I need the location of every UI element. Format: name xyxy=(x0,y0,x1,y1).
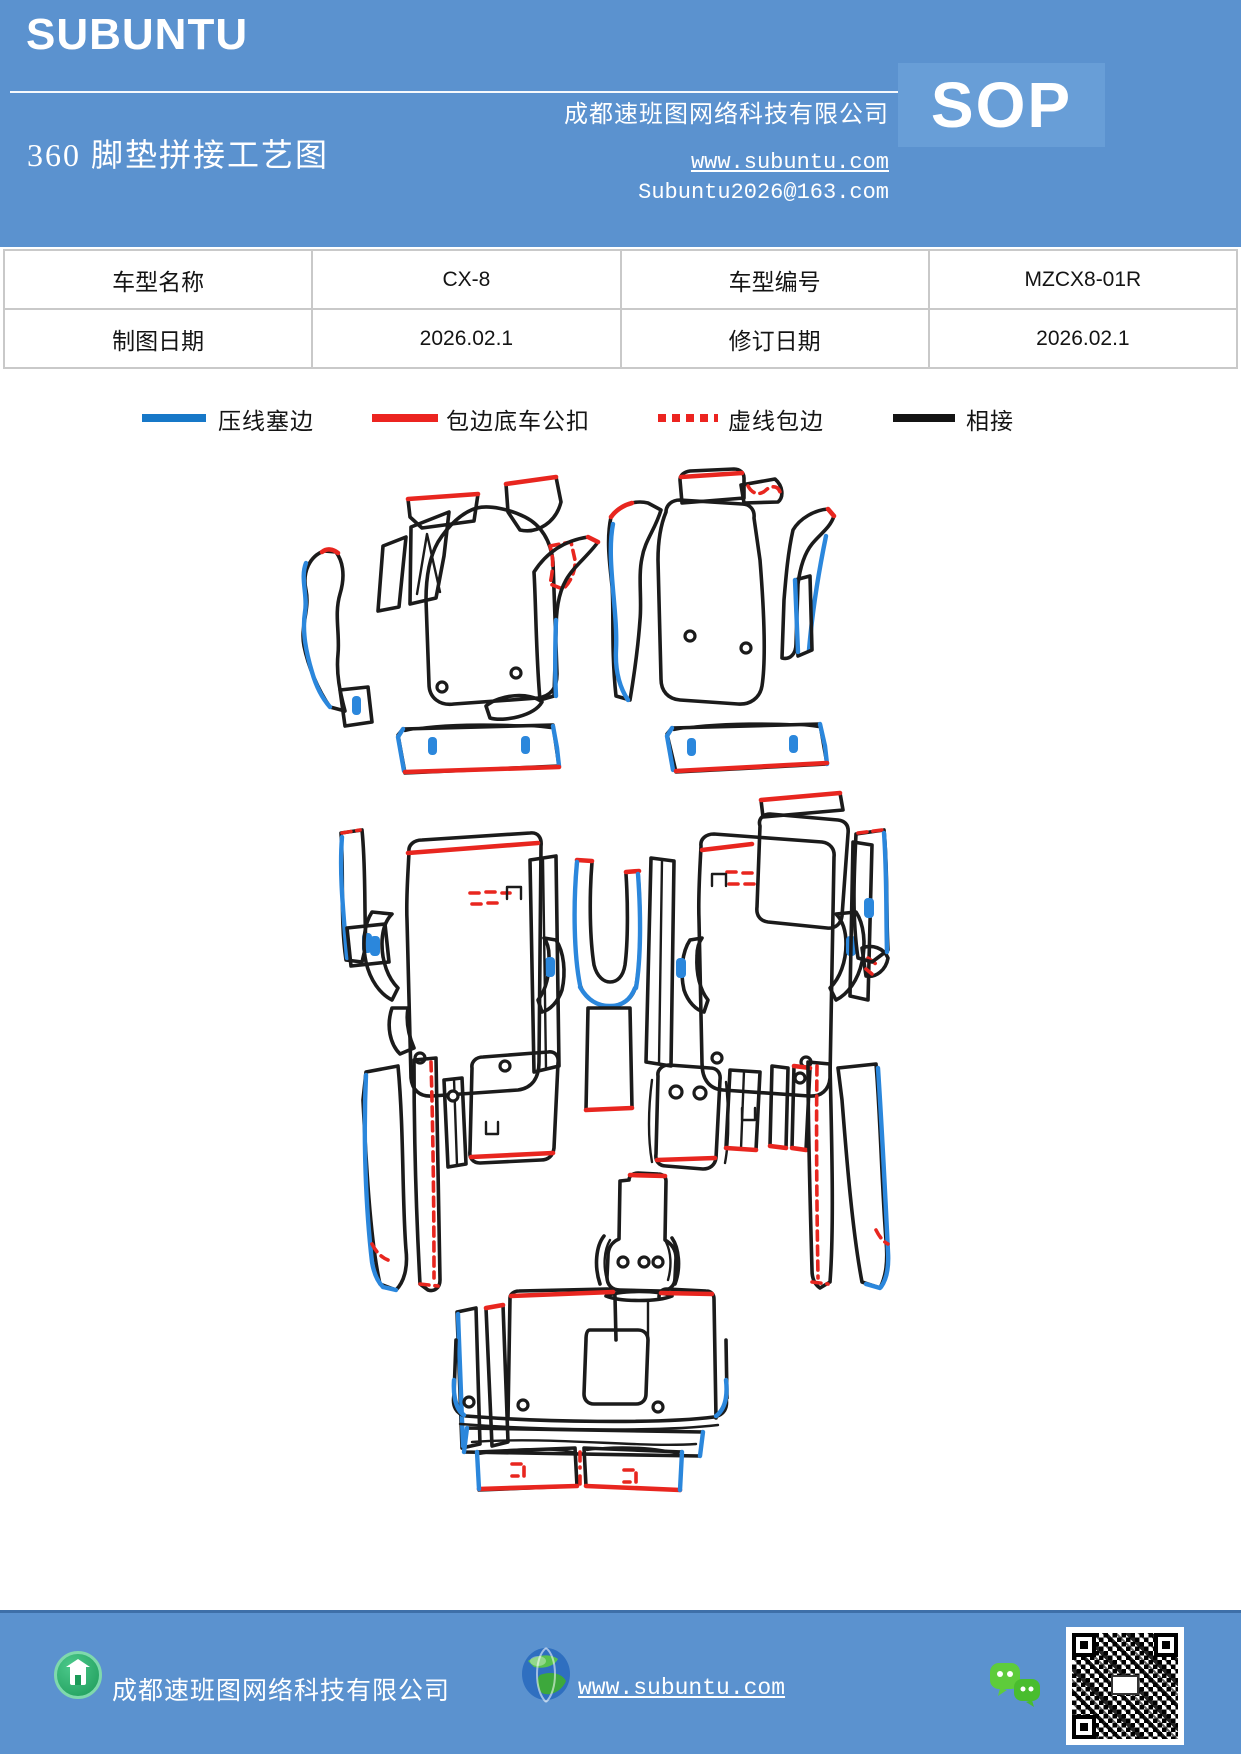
globe-icon xyxy=(522,1647,570,1703)
page-title: 360 脚垫拼接工艺图 xyxy=(27,137,330,173)
front-left-mat-group xyxy=(301,474,601,775)
legend-swatch-black-line xyxy=(893,414,955,422)
revise-date-label: 修订日期 xyxy=(619,308,930,369)
sop-label: SOP xyxy=(930,69,1073,141)
model-code-label: 车型编号 xyxy=(619,249,930,310)
model-code-value: MZCX8-01R xyxy=(927,249,1239,310)
company-home-icon xyxy=(54,1651,102,1699)
legend-swatch-red-dashed-line xyxy=(658,414,718,422)
right-sill-strips xyxy=(647,1060,891,1291)
trunk-mat-group xyxy=(451,1287,729,1493)
mat-pattern-diagram xyxy=(0,430,1241,1515)
vehicle-info-table: 车型名称 CX-8 车型编号 MZCX8-01R 制图日期 2026.02.1 … xyxy=(2,249,1239,369)
front-right-mat-group xyxy=(606,467,837,774)
draw-date-value: 2026.02.1 xyxy=(311,308,622,369)
header-divider xyxy=(10,91,993,93)
header-website-link[interactable]: www.subuntu.com xyxy=(690,150,889,175)
wechat-icon xyxy=(990,1663,1040,1707)
qr-finder-icon xyxy=(1154,1633,1178,1657)
line-type-legend: 压线塞边 包边底车公扣 虚线包边 相接 xyxy=(0,400,1241,444)
model-name-value: CX-8 xyxy=(311,249,622,310)
qr-code xyxy=(1066,1627,1184,1745)
left-sill-strips xyxy=(361,1050,560,1293)
second-row-right-mat-group xyxy=(676,790,890,1098)
header-email: Subuntu2026@163.com xyxy=(638,180,889,205)
legend-label: 包边底车公扣 xyxy=(446,409,590,434)
qr-finder-icon xyxy=(1072,1715,1096,1739)
sop-badge: SOP xyxy=(898,63,1105,147)
legend-label: 压线塞边 xyxy=(218,409,314,434)
header-company-name: 成都速班图网络科技有限公司 xyxy=(564,102,889,128)
legend-swatch-red-line xyxy=(372,414,438,422)
table-row: 制图日期 2026.02.1 修订日期 2026.02.1 xyxy=(2,308,1239,369)
console-tunnel-piece xyxy=(594,1171,681,1303)
table-row: 车型名称 CX-8 车型编号 MZCX8-01R xyxy=(2,249,1239,310)
qr-pattern xyxy=(1072,1633,1178,1739)
legend-label: 虚线包边 xyxy=(728,409,824,434)
header: SUBUNTU 360 脚垫拼接工艺图 成都速班图网络科技有限公司 www.su… xyxy=(0,0,1241,247)
footer: 成都速班图网络科技有限公司 www.subuntu.com xyxy=(0,1610,1241,1754)
revise-date-value: 2026.02.1 xyxy=(927,308,1239,369)
qr-finder-icon xyxy=(1072,1633,1096,1657)
qr-center-logo xyxy=(1111,1675,1139,1695)
legend-label: 相接 xyxy=(966,409,1014,434)
draw-date-label: 制图日期 xyxy=(2,308,314,369)
model-name-label: 车型名称 xyxy=(2,249,314,310)
footer-website-link[interactable]: www.subuntu.com xyxy=(578,1675,786,1701)
center-tunnel-piece xyxy=(572,857,643,1113)
footer-company-name: 成都速班图网络科技有限公司 xyxy=(112,1678,451,1705)
brand-logo: SUBUNTU xyxy=(26,10,249,59)
building-icon xyxy=(66,1659,90,1685)
legend-swatch-blue-line xyxy=(142,414,206,422)
